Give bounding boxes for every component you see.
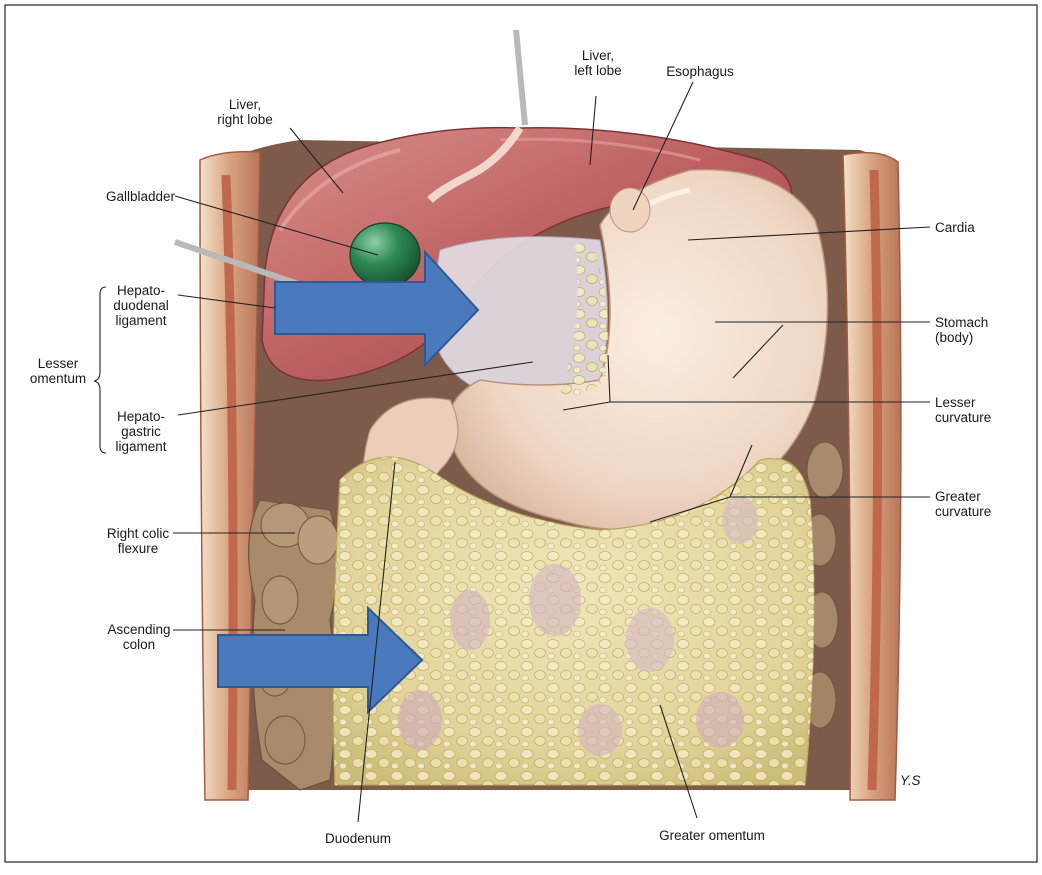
label-line: Hepato-	[117, 409, 165, 424]
label-line: Lesser	[935, 395, 976, 410]
label-line: Greater	[935, 489, 981, 504]
label-line: Stomach	[935, 315, 988, 330]
label-liver-left-lobe: Liver,left lobe	[574, 48, 621, 78]
upper-blue-arrow[interactable]	[274, 249, 480, 368]
label-line: ligament	[115, 439, 166, 454]
label-line: curvature	[935, 504, 991, 519]
left-wall-muscle	[221, 174, 238, 791]
label-liver-right-lobe: Liver,right lobe	[217, 97, 273, 127]
leader-lines	[173, 81, 931, 823]
label-line: Cardia	[935, 220, 975, 235]
label-line: Hepato-	[117, 283, 165, 298]
label-line: Greater omentum	[659, 828, 765, 843]
lower-blue-arrow[interactable]	[217, 605, 424, 715]
label-line: curvature	[935, 410, 991, 425]
label-cardia: Cardia	[935, 220, 975, 235]
label-line: Duodenum	[325, 831, 391, 846]
label-line: duodenal	[113, 298, 169, 313]
label-line: Lesser	[38, 356, 79, 371]
label-stomach-body: Stomach(body)	[935, 315, 988, 345]
label-line: left lobe	[574, 63, 621, 78]
right-wall-muscle	[867, 169, 883, 791]
gallbladder-shape	[349, 222, 421, 288]
lesser-omentum-brace	[93, 286, 107, 454]
label-line: flexure	[118, 541, 159, 556]
label-line: gastric	[121, 424, 161, 439]
label-line: omentum	[30, 371, 86, 386]
lesser-curvature-fat	[560, 240, 608, 396]
label-greater-omentum: Greater omentum	[659, 828, 765, 843]
label-line: Liver,	[229, 97, 261, 112]
label-line: colon	[123, 637, 155, 652]
esophagus-shape	[609, 187, 651, 233]
stomach	[447, 168, 829, 531]
label-line: Gallbladder	[106, 189, 176, 204]
labels: Liver,right lobe Liver,left lobe Esophag…	[30, 48, 991, 846]
label-duodenum: Duodenum	[325, 831, 391, 846]
label-line: Esophagus	[666, 64, 734, 79]
label-line: ligament	[115, 313, 166, 328]
omentum-lobes	[398, 496, 758, 756]
label-esophagus: Esophagus	[666, 64, 734, 79]
right-body-wall	[842, 151, 902, 801]
probe-top	[513, 29, 528, 126]
artist-signature: Y.S	[900, 773, 921, 788]
label-line: (body)	[935, 330, 973, 345]
label-line: Right colic	[107, 526, 170, 541]
label-line: Liver,	[582, 48, 614, 63]
label-line: right lobe	[217, 112, 273, 127]
label-line: Ascending	[107, 622, 170, 637]
label-gallbladder: Gallbladder	[106, 189, 176, 204]
probe-left	[174, 239, 311, 291]
